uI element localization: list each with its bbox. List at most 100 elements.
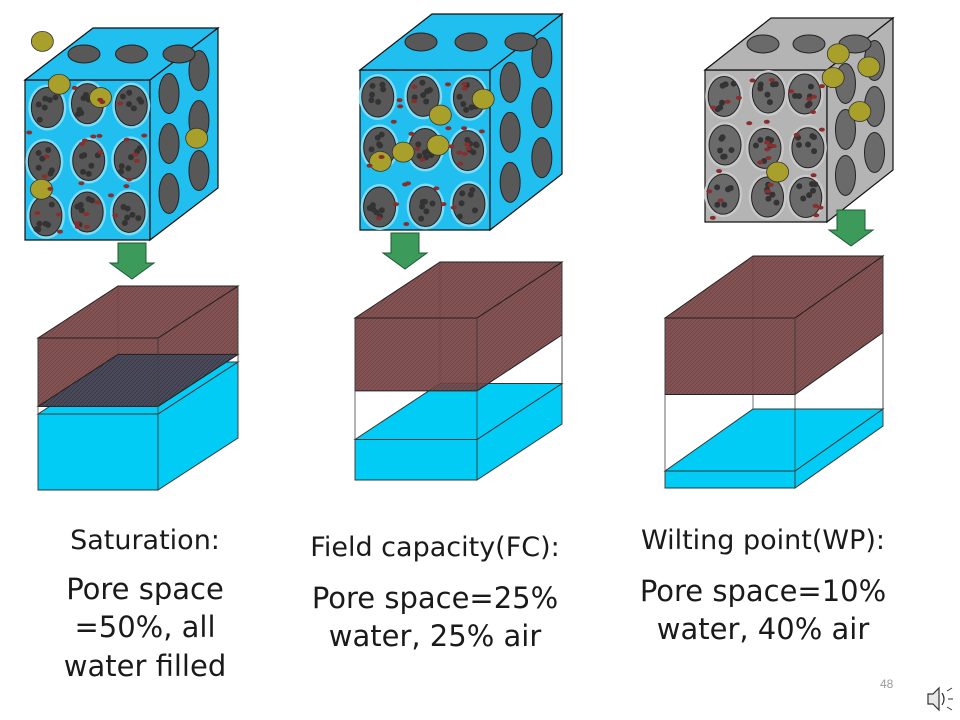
- field-capacity-body-line: water, 25% air: [328, 619, 542, 654]
- soil-aggregate: [499, 161, 521, 203]
- particle: [467, 191, 474, 198]
- pore-dot: [34, 211, 41, 216]
- particle: [719, 99, 726, 106]
- pore-dot: [448, 144, 455, 149]
- field-capacity-title: Field capacity(FC):: [310, 532, 560, 563]
- particle: [416, 153, 423, 160]
- particle: [41, 104, 48, 111]
- particle: [78, 110, 85, 117]
- soil-aggregate: [499, 61, 521, 103]
- particle: [796, 183, 803, 190]
- particle: [45, 147, 52, 154]
- pore-dot: [83, 212, 90, 217]
- particle: [421, 149, 428, 156]
- pore-dot: [43, 154, 50, 159]
- pore-dot: [806, 97, 813, 102]
- pore-dot: [461, 126, 468, 131]
- pore-dot: [793, 132, 800, 137]
- particle: [88, 162, 95, 169]
- particle: [423, 98, 430, 105]
- soil-aggregate: [361, 76, 395, 118]
- pore-dot: [78, 141, 85, 146]
- particle: [380, 86, 387, 93]
- pore-space-box: [663, 255, 885, 489]
- particle: [80, 168, 87, 175]
- particle: [85, 196, 92, 203]
- soil-aggregate: [158, 122, 180, 164]
- particle: [473, 142, 480, 149]
- pore-dot: [74, 224, 81, 229]
- particle: [765, 195, 772, 202]
- pore-dot: [397, 104, 404, 109]
- solid-layer: [354, 317, 478, 392]
- soil-aggregate: [531, 87, 553, 129]
- pore-dot: [812, 203, 819, 208]
- particle: [130, 105, 137, 112]
- field-capacity-body-line: Pore space=25%: [311, 581, 559, 615]
- pore-dot: [419, 157, 426, 162]
- pore-dot: [97, 150, 104, 155]
- organic-particle: [826, 43, 850, 65]
- pore-dot: [710, 105, 717, 110]
- particle: [48, 167, 55, 174]
- particle: [127, 154, 134, 161]
- particle: [129, 211, 136, 218]
- down-arrow-icon: [827, 209, 875, 247]
- soil-aggregate: [188, 50, 210, 92]
- particle: [810, 187, 817, 194]
- pore-space-box: [353, 261, 564, 481]
- pore-dot: [456, 150, 463, 155]
- saturation-body-line: =50%, all: [74, 610, 216, 645]
- saturation-body-line: water filled: [63, 648, 227, 683]
- particle: [471, 207, 478, 214]
- soil-aggregate: [708, 124, 742, 166]
- pore-dot: [457, 161, 464, 166]
- down-arrow-icon: [108, 242, 156, 280]
- pore-dot: [764, 140, 771, 145]
- pore-dot: [767, 182, 774, 187]
- particle: [125, 165, 132, 172]
- particle: [378, 131, 385, 138]
- organic-particle: [857, 56, 881, 78]
- particle: [52, 94, 59, 101]
- particle: [85, 170, 92, 177]
- pore-dot: [757, 160, 764, 165]
- pore-dot: [90, 134, 97, 139]
- particle: [757, 81, 764, 88]
- particle: [714, 184, 721, 191]
- pore-dot: [55, 212, 62, 217]
- pore-dot: [709, 215, 716, 220]
- pore-dot: [809, 110, 816, 115]
- particle: [368, 91, 375, 98]
- organic-particle: [821, 67, 845, 89]
- particle: [459, 190, 466, 197]
- pore-dot: [817, 205, 824, 210]
- soil-aggregate: [67, 44, 101, 64]
- particle: [48, 201, 55, 208]
- particle: [806, 192, 813, 199]
- particle: [136, 145, 143, 152]
- particle: [792, 92, 799, 99]
- particle: [379, 81, 386, 88]
- soil-aggregate: [834, 154, 856, 196]
- particle: [118, 163, 125, 170]
- particle: [82, 91, 89, 98]
- particle: [721, 201, 728, 208]
- particle: [33, 226, 40, 233]
- soil-aggregate: [454, 32, 488, 52]
- speaker-icon[interactable]: [926, 682, 954, 716]
- pore-dot: [132, 152, 139, 157]
- particle: [120, 204, 127, 211]
- particle: [418, 215, 425, 222]
- pore-dot: [411, 84, 418, 89]
- particle: [458, 200, 465, 207]
- organic-particle: [391, 141, 415, 163]
- organic-particle: [471, 88, 495, 110]
- particle: [46, 96, 53, 103]
- pore-dot: [71, 85, 78, 90]
- particle: [772, 81, 779, 88]
- pore-dot: [73, 221, 80, 226]
- particle: [717, 147, 724, 154]
- pore-dot: [810, 173, 817, 178]
